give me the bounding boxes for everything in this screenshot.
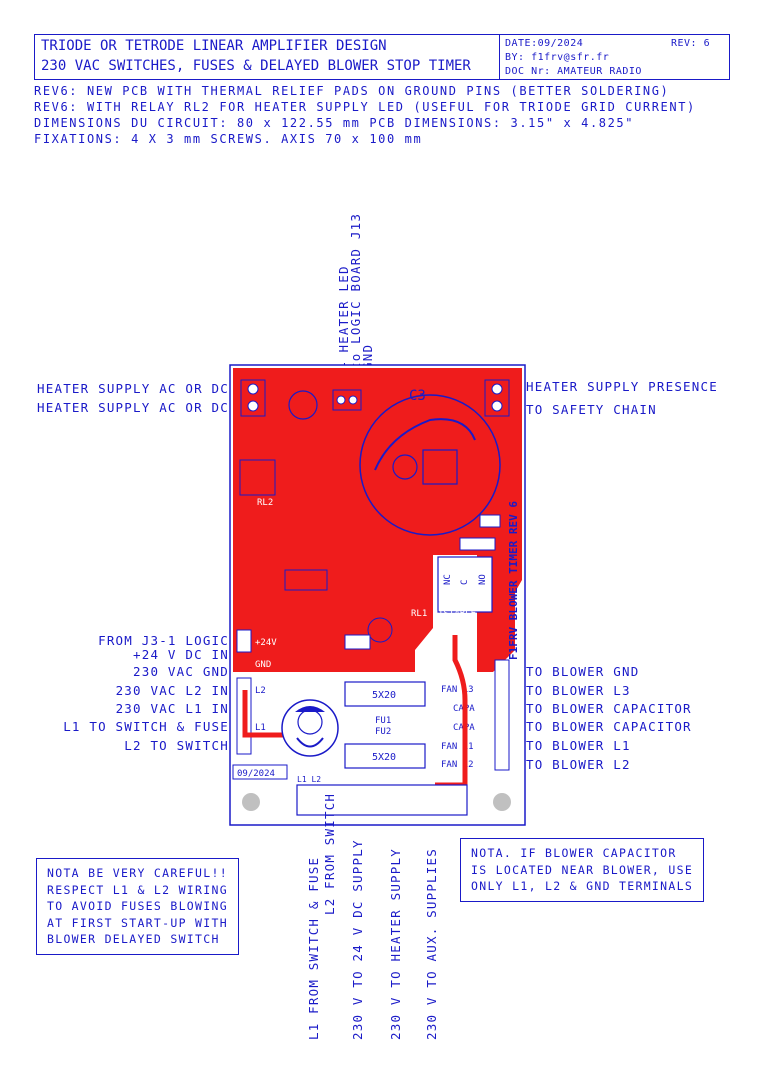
fuse-fu2-size: 5X20 — [372, 752, 396, 763]
right-label-heater-presence: HEATER SUPPLY PRESENCE — [526, 379, 718, 394]
right-label-blower-l3: TO BLOWER L3 — [526, 683, 631, 698]
warning-box: NOTA BE VERY CAREFUL!! RESPECT L1 & L2 W… — [36, 858, 239, 955]
led-part — [288, 390, 318, 420]
title-line-2: 230 VAC SWITCHES, FUSES & DELAYED BLOWER… — [41, 58, 471, 74]
pin-blower-gnd: GND — [461, 666, 477, 676]
title-line-1: TRIODE OR TETRODE LINEAR AMPLIFIER DESIG… — [41, 38, 387, 54]
resistor-r9 — [479, 514, 501, 528]
nota-line-3: ONLY L1, L2 & GND TERMINALS — [471, 879, 694, 893]
bottom-label-aux-supplies: 230 V TO AUX. SUPPLIES — [424, 848, 439, 1040]
relay-c: C — [460, 580, 470, 585]
fuse-fu1-label: FU1 — [375, 716, 391, 726]
right-label-blower-gnd: TO BLOWER GND — [526, 664, 640, 679]
title-author: BY: f1frv@sfr.fr — [505, 52, 610, 63]
l-traces — [242, 635, 468, 788]
ic-part — [284, 569, 328, 591]
right-label-blower-l2: TO BLOWER L2 — [526, 757, 631, 772]
terminal-block-bottom — [296, 784, 468, 816]
warning-line-5: BLOWER DELAYED SWITCH — [47, 932, 220, 946]
copper-pour — [233, 368, 522, 672]
fuse-fu1-size: 5X20 — [372, 690, 396, 701]
note-line-4: FIXATIONS: 4 X 3 mm SCREWS. AXIS 70 x 10… — [34, 132, 423, 146]
board-vertical-mark: F1FRV BLOWER TIMER REV 6 — [507, 501, 520, 660]
right-label-blower-l1: TO BLOWER L1 — [526, 738, 631, 753]
warning-line-1: NOTA BE VERY CAREFUL!! — [47, 866, 228, 880]
board-date-frame — [232, 764, 288, 780]
diode — [344, 634, 371, 650]
left-label-l2-switch: L2 TO SWITCH — [124, 738, 229, 753]
warning-line-2: RESPECT L1 & L2 WIRING — [47, 882, 228, 897]
warning-line-3: TO AVOID FUSES BLOWING — [47, 899, 228, 913]
note-line-1: REV6: NEW PCB WITH THERMAL RELIEF PADS O… — [34, 84, 670, 98]
relay-rl1-label: RL1 BISTABLE — [411, 609, 476, 619]
pin-24v: +24V — [255, 638, 277, 648]
title-rev: REV: 6 — [671, 38, 711, 49]
pin-gnd: GND — [255, 660, 271, 670]
title-doc: DOC Nr: AMATEUR RADIO — [505, 66, 642, 77]
left-label-230-gnd: 230 VAC GND — [133, 664, 229, 679]
fuse-fu1 — [344, 681, 426, 707]
c3-pad-plus — [422, 449, 458, 485]
relay-rl2 — [239, 459, 276, 496]
warning-line-4: AT FIRST START-UP WITH — [47, 915, 228, 930]
left-label-from-j3: FROM J3-1 LOGIC — [98, 633, 229, 648]
right-label-safety-chain: TO SAFETY CHAIN — [526, 402, 657, 417]
nota-box: NOTA. IF BLOWER CAPACITOR IS LOCATED NEA… — [460, 838, 705, 902]
title-date: DATE:09/2024 — [505, 38, 584, 49]
relay-no: NO — [478, 574, 488, 585]
mounting-hole-br — [493, 793, 511, 811]
bottom-label-heater-supply: 230 V TO HEATER SUPPLY — [388, 848, 403, 1040]
right-label-blower-cap-1: TO BLOWER CAPACITOR — [526, 701, 692, 716]
pin-l1-out: L1 — [255, 723, 266, 733]
bottom-label-l2-from-switch: L2 FROM SWITCH — [322, 792, 337, 915]
mounting-hole-bl — [242, 793, 260, 811]
nota-line-2: IS LOCATED NEAR BLOWER, USE — [471, 862, 694, 877]
pin-fan-l3: FAN L3 — [441, 685, 474, 695]
pin-fan-l2: FAN L2 — [441, 760, 474, 770]
bottom-label-l1-from-switch: L1 FROM SWITCH & FUSE — [306, 856, 321, 1040]
left-label-230-l1: 230 VAC L1 IN — [115, 701, 229, 716]
left-label-heater-1: HEATER SUPPLY AC OR DC — [37, 381, 229, 396]
relay-nc: NC — [443, 574, 453, 585]
pin-fan-l1: FAN L1 — [441, 742, 474, 752]
pin-l2-in: L2 — [255, 686, 266, 696]
left-label-230-l2: 230 VAC L2 IN — [115, 683, 229, 698]
pin-l1l2: L1 L2 — [297, 775, 321, 784]
board-date: 09/2024 — [237, 769, 275, 779]
left-label-l1-switch: L1 TO SWITCH & FUSE — [63, 719, 229, 734]
transistor — [367, 617, 393, 643]
left-label-24v: +24 V DC IN — [133, 647, 229, 662]
c3-label: C3 — [409, 388, 426, 404]
note-line-2: REV6: WITH RELAY RL2 FOR HEATER SUPPLY L… — [34, 100, 696, 114]
right-label-blower-cap-2: TO BLOWER CAPACITOR — [526, 719, 692, 734]
c3-pad-minus — [392, 454, 418, 480]
fuse-fu2 — [344, 743, 426, 769]
nota-line-1: NOTA. IF BLOWER CAPACITOR — [471, 846, 677, 860]
relay-rl1 — [437, 556, 493, 613]
terminal-24v — [236, 629, 252, 653]
resistor-r8 — [459, 537, 496, 551]
left-label-heater-2: HEATER SUPPLY AC OR DC — [37, 400, 229, 415]
title-divider — [499, 35, 500, 79]
connector-j13 — [332, 389, 362, 411]
title-block: TRIODE OR TETRODE LINEAR AMPLIFIER DESIG… — [34, 34, 730, 80]
terminal-block-right — [494, 659, 510, 771]
c3-trace — [374, 418, 476, 471]
fuse-fu2-label: FU2 — [375, 727, 391, 737]
bottom-label-24v-supply: 230 V TO 24 V DC SUPPLY — [350, 839, 365, 1040]
relay-rl2-label: RL2 — [257, 498, 273, 508]
pcb-board: NC C NO RL1 BISTABLE RL2 C3 F1FRV BLOWER… — [229, 364, 526, 826]
note-line-3: DIMENSIONS DU CIRCUIT: 80 x 122.55 mm PC… — [34, 116, 635, 130]
